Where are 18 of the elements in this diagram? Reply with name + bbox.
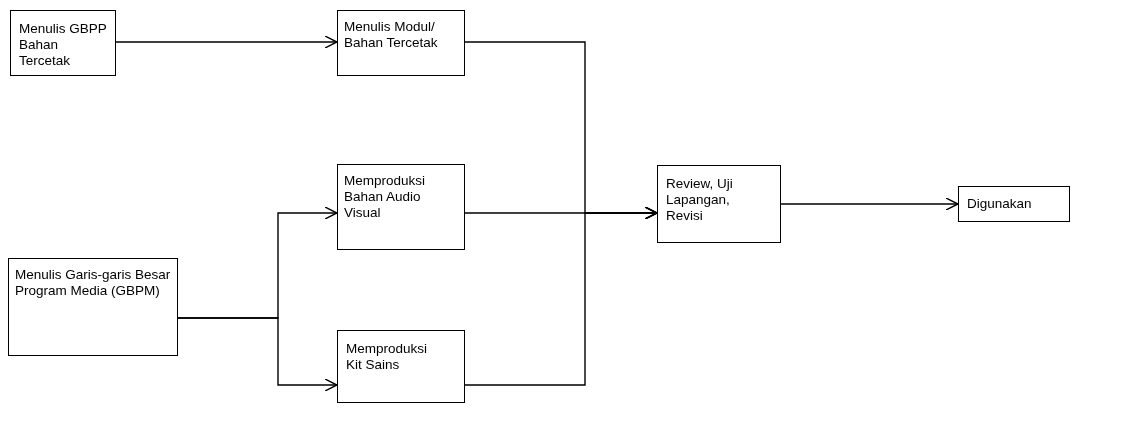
process-box [958,186,1070,222]
box-label: Review, Uji Lapangan, Revisi [666,176,734,224]
process-box [657,165,781,243]
box-label: Menulis GBPP Bahan Tercetak [19,21,107,69]
box-label: Digunakan [967,196,1032,212]
process-box [8,258,178,356]
box-label: Memproduksi Bahan Audio Visual [344,173,427,221]
box-label: Menulis Modul/ Bahan Tercetak [344,19,439,51]
process-box [337,330,465,403]
arrow [780,197,959,211]
process-box [337,164,465,250]
process-box [10,10,116,76]
arrow [115,35,338,49]
arrow [177,317,338,392]
box-label: Menulis Garis-garis Besar Program Media (GBPM) [15,267,171,299]
box-label: Memproduksi Kit Sains [346,341,429,373]
arrow [464,206,658,386]
process-box [337,10,465,76]
